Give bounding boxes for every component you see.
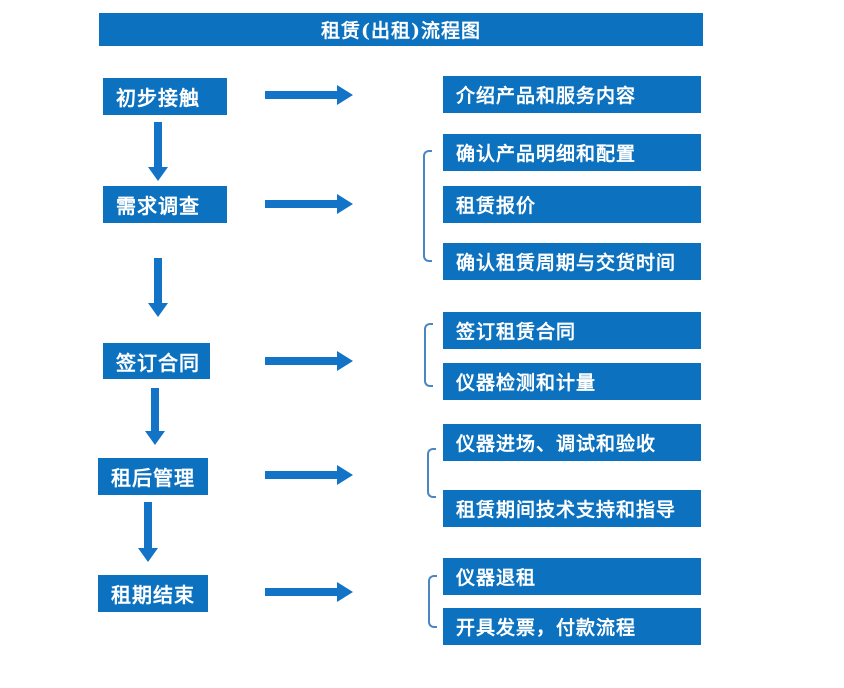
flowchart-title: 租赁(出租)流程图 [99,13,703,46]
step-box-initial-contact: 初步接触 [103,78,227,115]
detail-box-invoice-payment: 开具发票，付款流程 [443,608,701,645]
down-arrow-icon [148,122,168,181]
right-arrow-icon [265,582,353,602]
detail-box-instrument-testing: 仪器检测和计量 [443,363,701,400]
detail-box-instrument-return: 仪器退租 [443,558,701,595]
right-arrow-icon [265,351,353,371]
detail-box-rental-quote: 租赁报价 [443,186,701,223]
step-box-sign-contract: 签订合同 [103,343,210,379]
detail-box-introduce-products: 介绍产品和服务内容 [443,76,701,113]
group-bracket [427,448,436,498]
group-bracket [428,575,437,628]
detail-box-sign-rental-contract: 签订租赁合同 [443,312,701,349]
down-arrow-icon [148,258,168,317]
detail-box-confirm-period-delivery: 确认租赁周期与交货时间 [443,243,701,280]
group-bracket [424,323,433,387]
detail-box-confirm-product-config: 确认产品明细和配置 [443,134,701,171]
right-arrow-icon [265,194,353,214]
detail-box-instrument-setup-acceptance: 仪器进场、调试和验收 [443,424,701,461]
step-box-lease-end: 租期结束 [98,575,208,612]
right-arrow-icon [265,85,353,105]
step-box-demand-survey: 需求调查 [103,186,227,223]
right-arrow-icon [265,465,353,485]
step-box-post-rental-management: 租后管理 [98,458,208,495]
down-arrow-icon [138,502,158,562]
down-arrow-icon [145,388,165,445]
group-bracket [423,150,432,262]
detail-box-technical-support: 租赁期间技术支持和指导 [443,490,701,527]
